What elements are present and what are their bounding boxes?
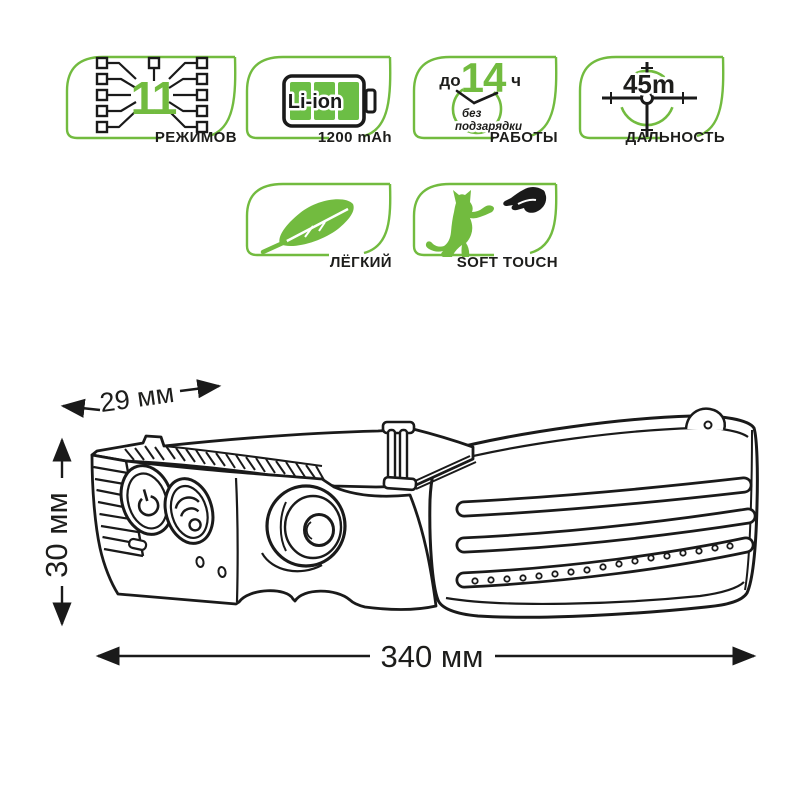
badge-border xyxy=(412,182,558,257)
modes-count: 11 xyxy=(131,72,177,124)
badge-runtime: до 14 ч без подзарядки РАБОТЫ xyxy=(412,54,558,146)
badge-surface: SOFT TOUCH xyxy=(412,182,558,271)
sensor-button xyxy=(163,477,215,545)
cat-and-hand-icon xyxy=(425,187,547,257)
badge-border xyxy=(65,55,237,140)
battery-label: 1200 mAh xyxy=(317,129,392,146)
target-icon: 45m xyxy=(602,62,697,137)
battery-icon: Li-ion xyxy=(282,74,377,128)
range-label: ДАЛЬНОСТЬ xyxy=(625,129,725,146)
runtime-prefix: до xyxy=(439,71,460,90)
clock-icon: до 14 ч без подзарядки xyxy=(439,54,524,136)
band-holes xyxy=(471,542,734,585)
cat-silhouette xyxy=(425,190,494,257)
runtime-note-2: подзарядки xyxy=(455,121,522,133)
badge-border xyxy=(578,55,725,140)
head-band xyxy=(428,407,759,619)
strap xyxy=(90,427,477,490)
strap-slider xyxy=(381,420,418,492)
badge-battery: Li-ion 1200 mAh xyxy=(245,55,392,146)
dimension-length: 340 мм xyxy=(380,639,484,674)
battery-type: Li-ion xyxy=(288,91,342,113)
weight-label: ЛЁГКИЙ xyxy=(329,254,392,271)
surface-label: SOFT TOUCH xyxy=(456,254,558,271)
dimension-arrows xyxy=(52,379,757,666)
runtime-label: РАБОТЫ xyxy=(489,129,558,146)
badge-border xyxy=(412,55,558,140)
runtime-unit: ч xyxy=(511,71,521,90)
power-icon xyxy=(137,495,160,517)
range-value: 45m xyxy=(623,69,675,99)
lamp-body xyxy=(90,445,438,611)
badge-border xyxy=(245,55,392,140)
modes-label: РЕЖИМОВ xyxy=(154,129,237,146)
lens xyxy=(261,484,347,573)
badge-border xyxy=(245,182,392,257)
badge-weight: ЛЁГКИЙ xyxy=(245,182,392,271)
dimension-height: 30 мм xyxy=(39,492,74,578)
hand-silhouette xyxy=(503,187,547,213)
cooling-fins xyxy=(124,445,325,481)
badge-range: 45m ДАЛЬНОСТЬ xyxy=(578,55,725,146)
band-loop xyxy=(684,407,726,431)
runtime-value: 14 xyxy=(461,54,507,101)
port-slot xyxy=(128,537,148,551)
feather-icon xyxy=(260,199,354,255)
badge-modes: 11 РЕЖИМОВ xyxy=(65,55,237,146)
runtime-note-1: без xyxy=(462,108,482,120)
chip-pins-icon: 11 xyxy=(95,56,209,134)
